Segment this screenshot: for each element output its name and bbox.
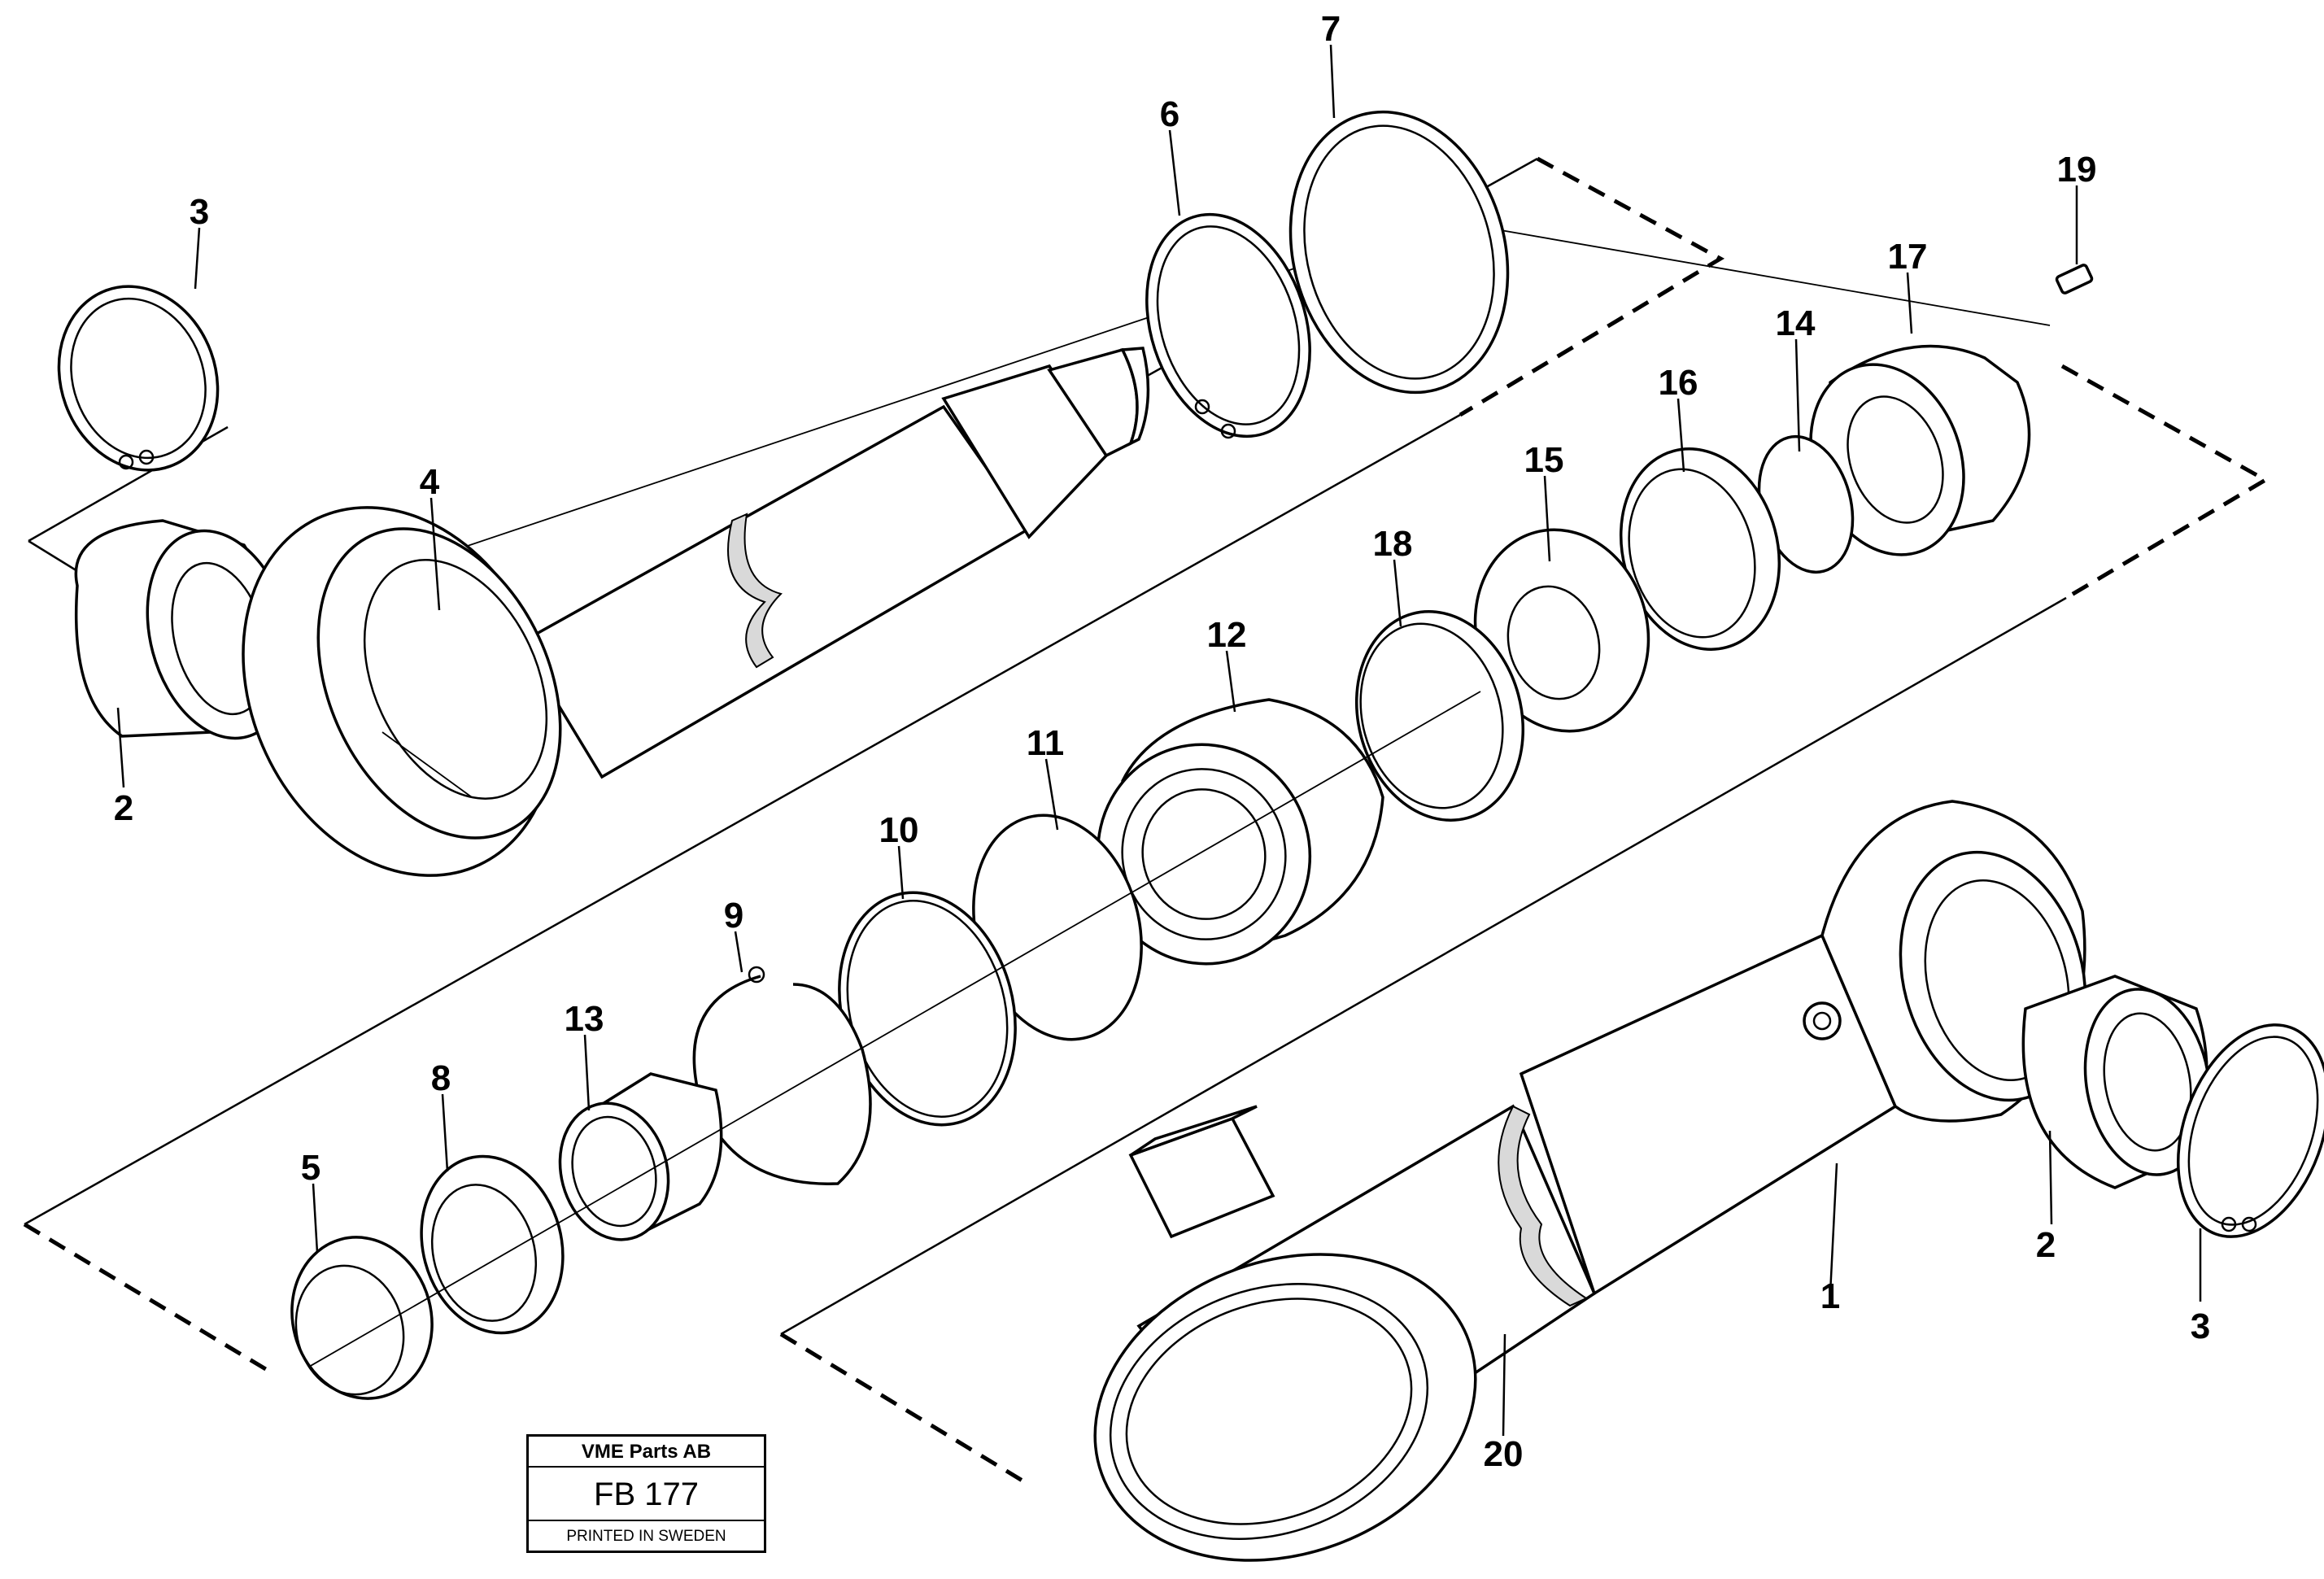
callout-9: 9	[724, 896, 743, 936]
callout-17: 17	[1888, 237, 1928, 277]
callout-13: 13	[565, 999, 604, 1039]
callout-4: 4	[420, 462, 440, 502]
callout-3-lower: 3	[2191, 1306, 2210, 1346]
callout-1: 1	[1820, 1276, 1840, 1316]
part-18-guide-ring	[1354, 610, 1525, 822]
callout-10: 10	[879, 810, 919, 850]
callout-11: 11	[1027, 723, 1065, 763]
part-3-circlip-lower	[2176, 1023, 2324, 1238]
callout-16: 16	[1659, 363, 1698, 403]
part-15-wiper	[1473, 528, 1650, 733]
part-8-seal	[420, 1154, 565, 1335]
part-16-seal	[1619, 447, 1781, 651]
part-13-bushing	[558, 1072, 723, 1241]
callout-15: 15	[1524, 440, 1564, 480]
callout-12: 12	[1207, 615, 1247, 655]
part-3-circlip-upper	[57, 285, 220, 472]
leader-lines	[116, 44, 2202, 1437]
callout-8: 8	[431, 1058, 451, 1098]
callout-5: 5	[301, 1148, 320, 1188]
title-block-company: VME Parts AB	[529, 1437, 764, 1468]
part-6-circlip	[1145, 212, 1311, 439]
callout-7: 7	[1321, 9, 1341, 49]
callout-2-upper: 2	[114, 788, 133, 828]
part-10-back-up-ring	[838, 891, 1017, 1127]
part-19-screw	[2055, 264, 2094, 294]
part-1-cylinder-body	[1519, 800, 2087, 1296]
callout-18: 18	[1373, 524, 1413, 564]
part-9-split-ring	[692, 966, 872, 1185]
part-12-piston	[1096, 698, 1384, 966]
part-20-cylinder-tube	[1093, 1104, 1597, 1562]
callout-19: 19	[2057, 150, 2097, 190]
part-5-wiper	[290, 1236, 434, 1400]
part-2-bushing-lower	[2021, 975, 2212, 1189]
callout-3-upper: 3	[190, 192, 209, 232]
part-7-ring	[1288, 110, 1510, 395]
title-block-printed: PRINTED IN SWEDEN	[566, 1528, 726, 1545]
title-block-code: FB 177	[529, 1468, 764, 1521]
callout-14: 14	[1776, 303, 1816, 343]
callout-2-lower: 2	[2036, 1225, 2056, 1265]
callout-20: 20	[1484, 1434, 1524, 1474]
callout-labels: 1 2 2 3 3 4 5 6 7 8 9 10 11 12 13 14 15 …	[114, 9, 2210, 1474]
title-block: VME Parts AB FB 177 PRINTED IN SWEDEN	[526, 1434, 766, 1553]
callout-6: 6	[1160, 94, 1179, 134]
lower-axis	[308, 691, 1481, 1367]
part-4-piston-rod	[242, 347, 1150, 877]
